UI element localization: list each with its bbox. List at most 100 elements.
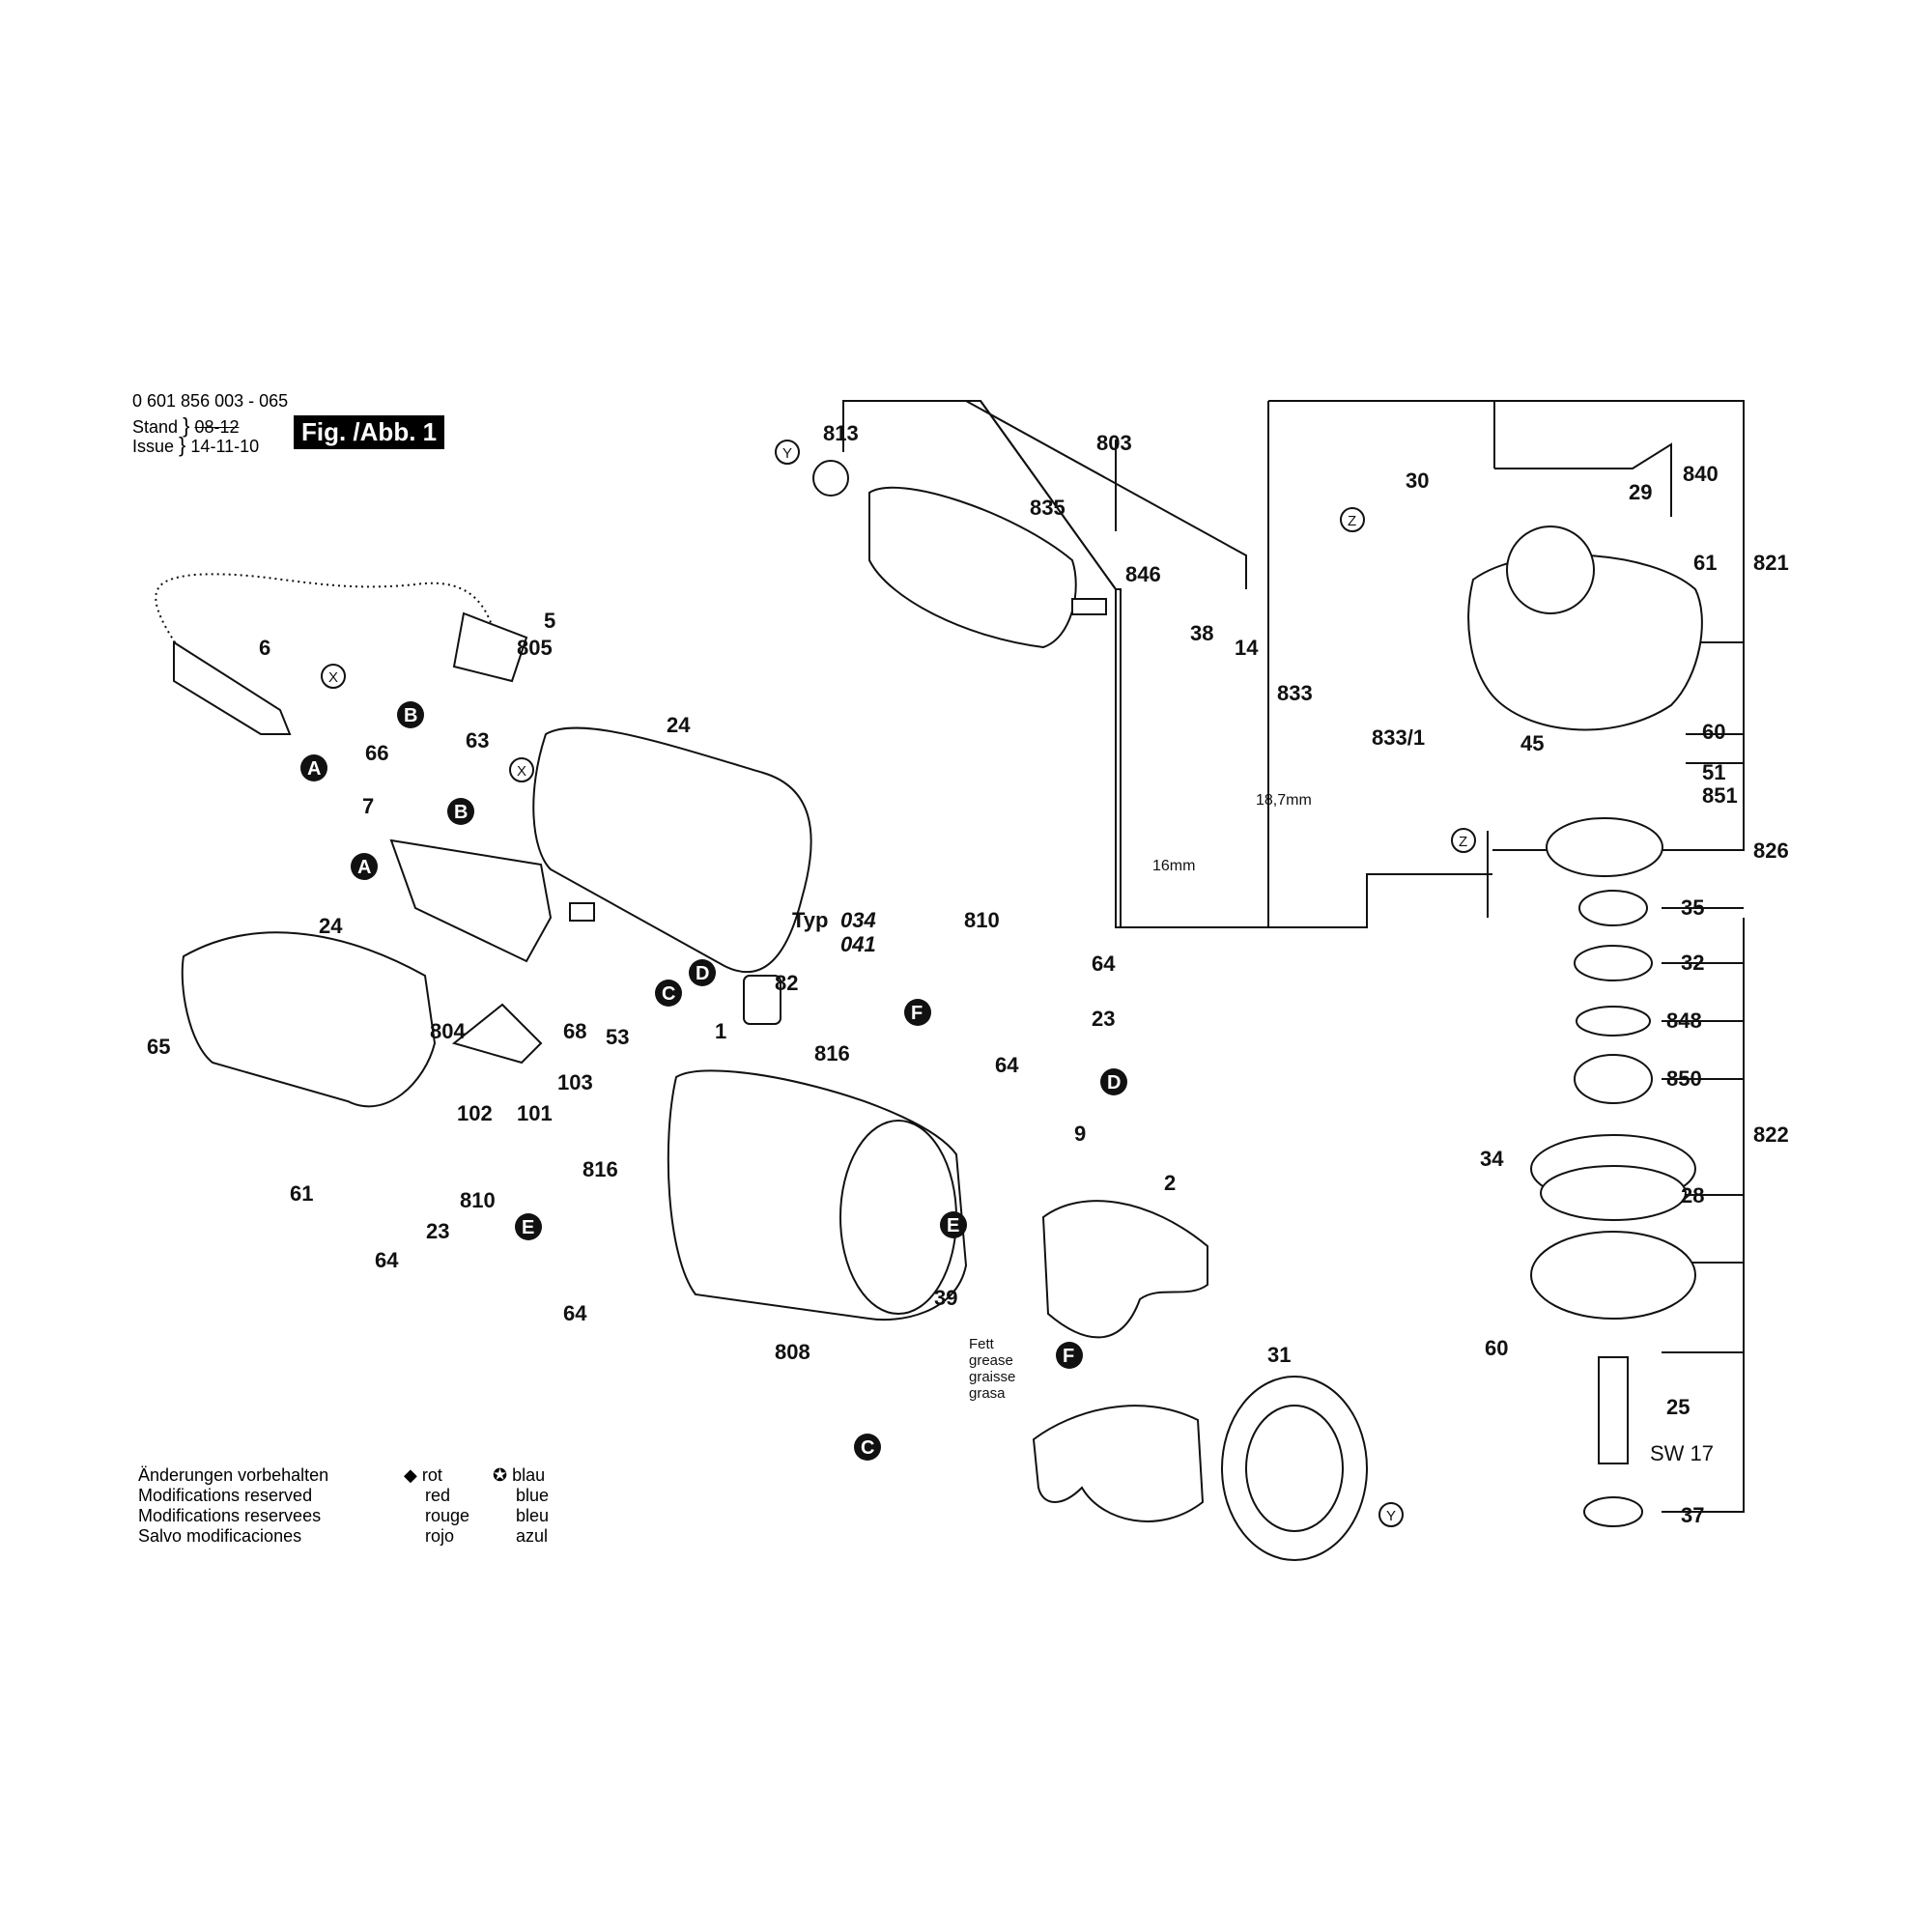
svg-text:53: 53 [606,1025,629,1049]
part-number: 0 601 856 003 - 065 [132,391,289,411]
svg-text:810: 810 [460,1188,496,1212]
svg-text:68: 68 [563,1019,586,1043]
svg-text:Z: Z [1348,513,1356,529]
grease-fr: graisse [969,1369,1015,1385]
legend-blue-en: blue [516,1486,550,1505]
legend-blue: ✪ blau blue bleu azul [493,1465,549,1547]
svg-text:E: E [947,1215,959,1236]
legend-red: ◆ rot red rouge rojo [404,1465,469,1547]
svg-text:C: C [662,983,675,1005]
svg-text:835: 835 [1030,496,1065,520]
svg-text:32: 32 [1681,951,1704,975]
legend-blue-fr: bleu [516,1506,550,1525]
svg-text:103: 103 [557,1070,593,1094]
svg-text:822: 822 [1753,1122,1789,1147]
dim-16mm: 16mm [1152,858,1195,874]
svg-text:64: 64 [1092,952,1116,976]
svg-text:816: 816 [582,1157,618,1181]
switch-assembly [389,838,781,1065]
svg-text:63: 63 [466,728,489,753]
svg-text:808: 808 [775,1340,810,1364]
svg-text:821: 821 [1753,551,1789,575]
typ-label: Typ 034 041 [792,908,876,956]
svg-text:851: 851 [1702,783,1738,808]
part-labels: 813 803 835 846 38 14 833 833/1 30 840 2… [147,421,1789,1527]
stand-row: Stand } 08-12 [132,413,240,438]
bracket-lines [842,400,1745,1513]
svg-text:66: 66 [365,741,388,765]
svg-text:810: 810 [964,908,1000,932]
svg-text:E: E [522,1217,534,1238]
svg-text:848: 848 [1666,1009,1702,1033]
figure-label: Fig. /Abb. 1 [294,415,445,449]
legend-blue-es: azul [516,1526,549,1546]
mod-fr: Modifications reservees [138,1506,322,1525]
svg-text:803: 803 [1096,431,1132,455]
svg-text:34: 34 [1480,1147,1504,1171]
svg-text:D: D [1107,1072,1121,1094]
svg-text:61: 61 [1693,551,1717,575]
issue-label: Issue [132,437,175,456]
typ-034: 034 [840,908,876,932]
air-guide-ring [1221,1376,1368,1561]
svg-text:850: 850 [1666,1066,1702,1091]
stand-value: 08-12 [194,417,240,437]
svg-text:B: B [404,705,417,726]
svg-text:38: 38 [1190,621,1213,645]
svg-text:A: A [307,758,321,780]
svg-text:64: 64 [563,1301,587,1325]
svg-text:82: 82 [775,971,798,995]
svg-text:28: 28 [1681,1183,1704,1208]
svg-text:9: 9 [1074,1122,1086,1146]
diamond-icon: ◆ [404,1465,417,1485]
connector-markers: B A B A D C F D E E F C [300,701,1127,1461]
svg-text:23: 23 [426,1219,449,1243]
svg-text:37: 37 [1681,1503,1704,1527]
legend-red-es: rojo [425,1526,455,1546]
svg-text:35: 35 [1681,895,1704,920]
svg-text:24: 24 [667,713,691,737]
grease-en: grease [969,1352,1013,1369]
wrench-size: SW 17 [1650,1441,1714,1465]
legend-blue-de: blau [512,1465,546,1485]
svg-text:5: 5 [544,609,555,633]
svg-text:813: 813 [823,421,859,445]
svg-text:C: C [861,1437,874,1459]
svg-text:102: 102 [457,1101,493,1125]
svg-text:39: 39 [934,1286,957,1310]
svg-text:816: 816 [814,1041,850,1065]
issue-value: 14-11-10 [190,437,260,456]
svg-text:65: 65 [147,1035,170,1059]
dim-18-7mm: 18,7mm [1256,792,1312,809]
svg-text:X: X [328,669,338,686]
svg-text:24: 24 [319,914,343,938]
svg-text:45: 45 [1520,731,1544,755]
issue-row: Issue } 14-11-10 [132,433,260,457]
svg-text:30: 30 [1406,469,1429,493]
legend-red-fr: rouge [425,1506,470,1525]
svg-text:B: B [454,802,468,823]
svg-text:Z: Z [1459,834,1467,850]
svg-text:29: 29 [1629,480,1652,504]
svg-text:833/1: 833/1 [1372,725,1425,750]
svg-text:1: 1 [715,1019,726,1043]
modifications-note: Änderungen vorbehalten Modifications res… [138,1465,328,1547]
svg-text:25: 25 [1666,1395,1690,1419]
svg-text:846: 846 [1125,562,1161,586]
svg-text:2: 2 [1164,1171,1176,1195]
svg-text:51: 51 [1702,760,1725,784]
grease-es: grasa [969,1385,1006,1402]
mod-es: Salvo modificaciones [138,1526,302,1546]
handle-housing [181,726,812,1108]
svg-text:833: 833 [1277,681,1313,705]
svg-text:31: 31 [1267,1343,1291,1367]
svg-text:23: 23 [1092,1007,1115,1031]
svg-text:101: 101 [517,1101,553,1125]
power-cord [155,573,528,735]
svg-text:14: 14 [1235,636,1259,660]
svg-text:64: 64 [995,1053,1019,1077]
svg-text:804: 804 [430,1019,466,1043]
legend-red-de: rot [421,1465,442,1485]
spindle-stack [1530,890,1696,1527]
